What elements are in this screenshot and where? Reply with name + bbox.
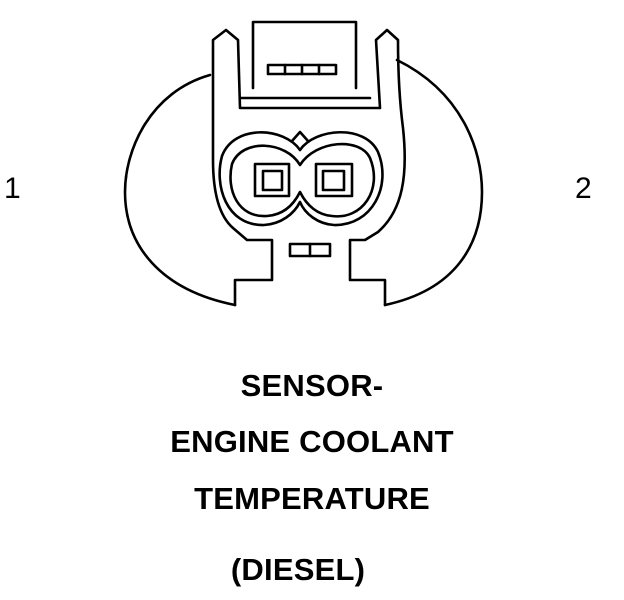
cavity-key-notch [290, 130, 310, 143]
pin-1-label: 1 [4, 172, 21, 205]
caption-line-2: ENGINE COOLANT [170, 424, 454, 459]
connector-shell-outline [211, 28, 406, 307]
caption-line-3: TEMPERATURE [194, 481, 430, 516]
caption-line-4: (DIESEL) [230, 552, 366, 587]
lock-tab [251, 20, 358, 90]
terminal-2-icon [314, 162, 354, 198]
caption-line-1: SENSOR- [240, 368, 384, 403]
terminal-cavity-outline [218, 131, 384, 227]
connector-body-outline [123, 58, 484, 307]
terminal-cavity-inner [229, 142, 376, 218]
pin-2-label: 2 [575, 172, 592, 205]
lock-tab-window-dividers [283, 63, 321, 76]
terminal-1-icon [253, 162, 291, 198]
